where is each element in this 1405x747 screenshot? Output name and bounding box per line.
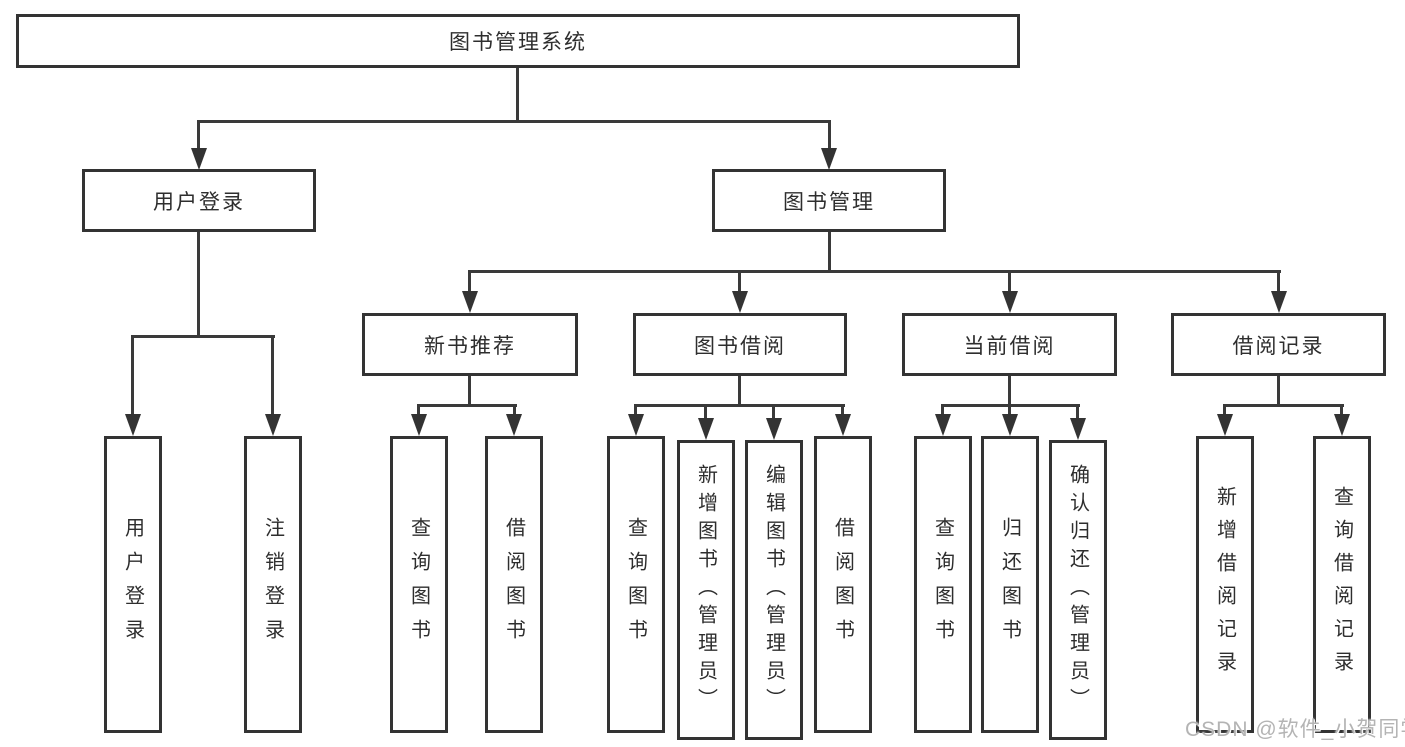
connector-line <box>634 404 637 420</box>
connector-arrow <box>628 414 644 436</box>
node-book-borrowing: 图书借阅 <box>633 313 847 376</box>
connector-line <box>738 270 741 296</box>
connector-line <box>1008 404 1011 420</box>
connector-line <box>513 404 516 420</box>
watermark: CSDN @软件_小贺同学 <box>1185 718 1405 741</box>
connector-line <box>1340 404 1343 420</box>
connector-arrow <box>462 291 478 313</box>
connector-arrow <box>265 414 281 436</box>
leaf-records-add-record: 新增借阅记录 <box>1196 436 1254 733</box>
connector-line <box>1277 374 1280 406</box>
connector-line <box>828 230 831 272</box>
node-user-login: 用户登录 <box>82 169 316 232</box>
node-book-management: 图书管理 <box>712 169 946 232</box>
leaf-newbook-query-books: 查询图书 <box>390 436 448 733</box>
connector-arrow <box>821 148 837 170</box>
connector-line <box>468 270 471 296</box>
connector-line <box>1223 404 1226 420</box>
connector-line <box>704 404 707 422</box>
connector-line <box>1076 404 1079 422</box>
connector-line <box>271 335 274 417</box>
connector-arrow <box>1217 414 1233 436</box>
connector-arrow <box>191 148 207 170</box>
connector-line <box>197 120 200 152</box>
leaf-records-query-record: 查询借阅记录 <box>1313 436 1371 733</box>
connector-arrow <box>766 418 782 440</box>
leaf-newbook-borrow-books: 借阅图书 <box>485 436 543 733</box>
connector-line <box>516 66 519 122</box>
leaf-borrowing-add-books-admin: 新增图书（管理员） <box>677 440 735 740</box>
connector-line <box>197 120 831 123</box>
connector-arrow <box>935 414 951 436</box>
leaf-borrowing-edit-books-admin: 编辑图书（管理员） <box>745 440 803 740</box>
connector-line <box>634 404 845 407</box>
connector-line <box>1223 404 1344 407</box>
leaf-borrowing-query-books: 查询图书 <box>607 436 665 733</box>
connector-line <box>828 120 831 152</box>
node-borrowing-records: 借阅记录 <box>1171 313 1386 376</box>
connector-line <box>1008 374 1011 406</box>
node-current-borrowing: 当前借阅 <box>902 313 1117 376</box>
connector-arrow <box>835 414 851 436</box>
connector-line <box>417 404 517 407</box>
connector-arrow <box>1002 291 1018 313</box>
node-library-management-system: 图书管理系统 <box>16 14 1020 68</box>
connector-arrow <box>506 414 522 436</box>
connector-line <box>131 335 134 417</box>
leaf-borrowing-borrow-books: 借阅图书 <box>814 436 872 733</box>
leaf-current-query-books: 查询图书 <box>914 436 972 733</box>
connector-arrow <box>1271 291 1287 313</box>
connector-arrow <box>698 418 714 440</box>
connector-arrow <box>411 414 427 436</box>
leaf-current-return-books: 归还图书 <box>981 436 1039 733</box>
connector-line <box>772 404 775 422</box>
connector-arrow <box>1334 414 1350 436</box>
connector-arrow <box>125 414 141 436</box>
connector-line <box>1277 270 1280 296</box>
connector-line <box>197 230 200 337</box>
leaf-current-confirm-return-admin: 确认归还（管理员） <box>1049 440 1107 740</box>
connector-line <box>841 404 844 420</box>
leaf-logout: 注销登录 <box>244 436 302 733</box>
connector-arrow <box>732 291 748 313</box>
connector-line <box>417 404 420 420</box>
connector-line <box>738 374 741 406</box>
connector-line <box>468 374 471 406</box>
leaf-user-login: 用户登录 <box>104 436 162 733</box>
connector-arrow <box>1002 414 1018 436</box>
connector-arrow <box>1070 418 1086 440</box>
connector-line <box>1008 270 1011 296</box>
connector-line <box>131 335 275 338</box>
node-new-book-recommend: 新书推荐 <box>362 313 578 376</box>
connector-line <box>941 404 944 420</box>
connector-line <box>468 270 1281 273</box>
